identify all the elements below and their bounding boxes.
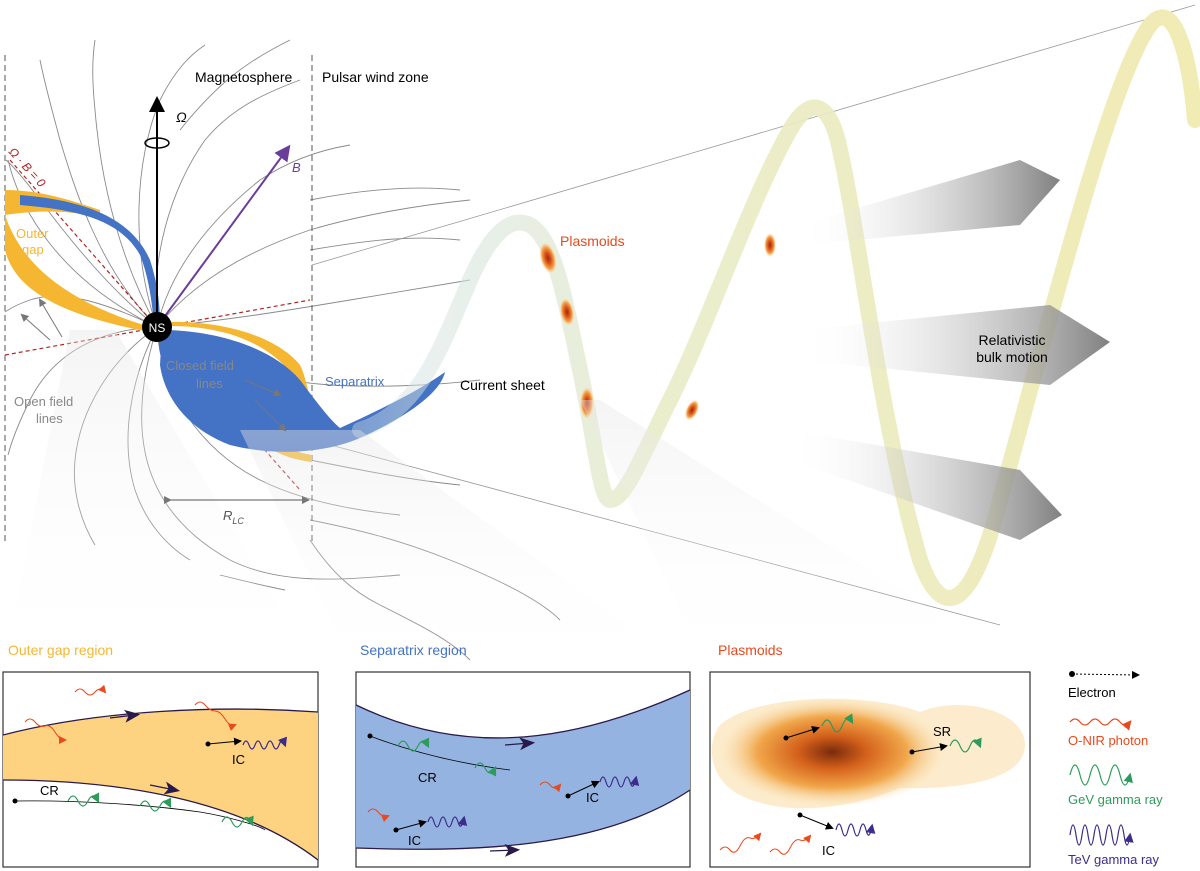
bulk-arrow-mid xyxy=(800,305,1110,385)
outer-gap-left xyxy=(5,215,150,332)
outer-gap-lower xyxy=(165,321,310,400)
outer-gap-cr-label: CR xyxy=(40,783,59,798)
legend-tev: TeV gamma ray xyxy=(1068,852,1160,867)
outer-gap-panel-title: Outer gap region xyxy=(8,642,113,658)
cone-separatrix xyxy=(240,430,690,672)
magnetosphere-label: Magnetosphere xyxy=(195,69,293,85)
ns-label: NS xyxy=(149,321,166,335)
legend-electron: Electron xyxy=(1068,685,1116,700)
bulk-arrow-top xyxy=(800,160,1060,245)
b-axis xyxy=(156,144,291,328)
wind-zone-label: Pulsar wind zone xyxy=(322,69,429,85)
cone-plasmoids xyxy=(580,400,1030,672)
plasmoid-4 xyxy=(684,399,700,421)
plasmoid-2 xyxy=(559,298,575,326)
plasmoids-ic-label: IC xyxy=(822,843,835,858)
open-lines-label-1: Open field xyxy=(14,394,73,409)
plasmoids-panel-title: Plasmoids xyxy=(718,642,783,658)
photon-legend-icon xyxy=(1069,718,1132,731)
separatrix-label: Separatrix xyxy=(325,374,385,389)
rotation-arrow-icon xyxy=(144,137,170,149)
plasmoid-1 xyxy=(539,242,557,274)
outer-gap-label-2: gap xyxy=(22,242,44,257)
legend-onir: O-NIR photon xyxy=(1068,733,1148,748)
plasmoids-label: Plasmoids xyxy=(560,233,625,249)
bulk-arrow-bottom xyxy=(790,430,1062,540)
plasmoids-sr-label: SR xyxy=(933,724,951,739)
separatrix-panel: CR IC IC xyxy=(355,671,691,868)
bulk-motion-label-2: bulk motion xyxy=(976,349,1048,365)
outer-gap-ic-label: IC xyxy=(232,752,245,767)
b-label: B xyxy=(292,160,301,175)
open-lines-label-2: lines xyxy=(36,411,63,426)
closed-lines-label-2: lines xyxy=(196,376,223,391)
outer-gap-panel: IC CR xyxy=(2,671,319,868)
closed-lines-label-1: Closed field xyxy=(166,358,234,373)
separatrix-ic-label-1: IC xyxy=(586,790,599,805)
plasmoids-panel: SR IC xyxy=(709,671,1031,868)
bulk-motion-label-1: Relativistic xyxy=(979,332,1046,348)
outer-gap-label-1: Outer xyxy=(16,226,49,241)
cone-outer-gap xyxy=(3,330,318,672)
legend: Electron O-NIR photon GeV gamma ray TeV … xyxy=(1068,670,1163,867)
neutron-star xyxy=(142,312,172,342)
perspective-line-top xyxy=(311,4,1196,266)
rlc-label: RLC xyxy=(223,508,244,526)
current-sheet xyxy=(352,9,1200,606)
omega-label: Ω xyxy=(176,109,187,125)
separatrix-panel-title: Separatrix region xyxy=(360,642,467,658)
plasmoid-5 xyxy=(764,233,776,257)
gev-legend-icon xyxy=(1069,764,1133,786)
separatrix-ic-label-2: IC xyxy=(408,833,421,848)
legend-gev: GeV gamma ray xyxy=(1068,792,1163,807)
tev-legend-icon xyxy=(1069,824,1134,846)
separatrix-cr-label: CR xyxy=(418,770,437,785)
current-sheet-label: Current sheet xyxy=(460,377,545,393)
